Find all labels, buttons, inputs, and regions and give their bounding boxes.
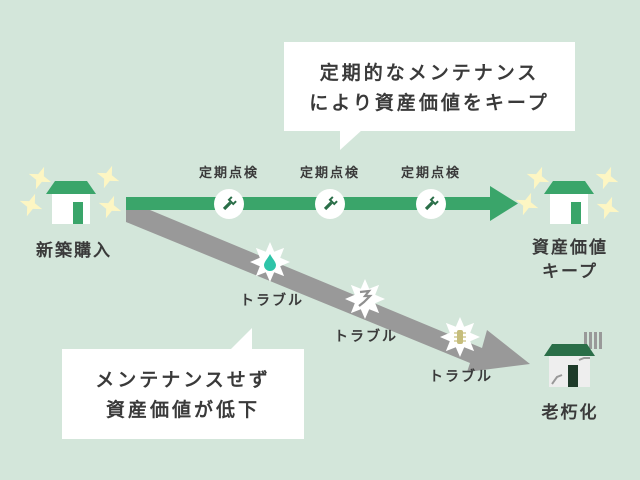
old-house-icon	[544, 332, 602, 387]
maintained-house-icon	[544, 181, 594, 224]
trouble-marker	[440, 317, 480, 357]
water-leak-icon	[264, 254, 276, 271]
inspection-marker	[214, 189, 244, 219]
sparkle-icons-start	[19, 165, 122, 219]
burst-shape	[345, 279, 385, 319]
trouble-marker	[345, 279, 385, 319]
termite-icon	[454, 330, 466, 344]
degraded-end-label: 老朽化	[541, 403, 599, 423]
trouble-label-3: トラブル	[429, 369, 493, 385]
bottom-bubble-text: メンテナンスせず 資産価値が低下	[62, 365, 304, 425]
maintained-end-line-1: 資産価値	[532, 238, 608, 258]
wrench-icon	[424, 196, 439, 211]
inspection-label-2: 定期点検	[299, 166, 360, 181]
inspection-label-3: 定期点検	[400, 166, 461, 181]
trouble-label-1: トラブル	[240, 293, 304, 309]
inspection-label-1: 定期点検	[198, 166, 259, 181]
top-speech-bubble	[284, 42, 575, 150]
maintained-end-label: 資産価値 キープ	[518, 236, 622, 284]
bottom-bubble-line-2: 資産価値が低下	[105, 399, 260, 421]
wrench-icon	[323, 196, 338, 211]
trouble-marker	[250, 242, 290, 282]
wrench-icon	[222, 196, 237, 211]
trouble-label-2: トラブル	[334, 329, 398, 345]
start-label: 新築購入	[36, 241, 112, 261]
top-bubble-line-2: により資産価値をキープ	[309, 92, 550, 114]
bottom-bubble-line-1: メンテナンスせず	[95, 369, 271, 391]
maintained-end-line-2: キープ	[542, 262, 598, 282]
inspection-marker	[315, 189, 345, 219]
top-bubble-line-1: 定期的なメンテナンス	[319, 62, 540, 84]
new-house-icon	[46, 181, 96, 224]
inspection-marker	[416, 189, 446, 219]
top-bubble-text: 定期的なメンテナンス により資産価値をキープ	[284, 58, 575, 118]
decline-arrow	[126, 210, 530, 372]
bottom-speech-bubble	[62, 328, 304, 439]
sparkle-icons-end	[515, 166, 620, 220]
crack-icon	[358, 289, 373, 307]
